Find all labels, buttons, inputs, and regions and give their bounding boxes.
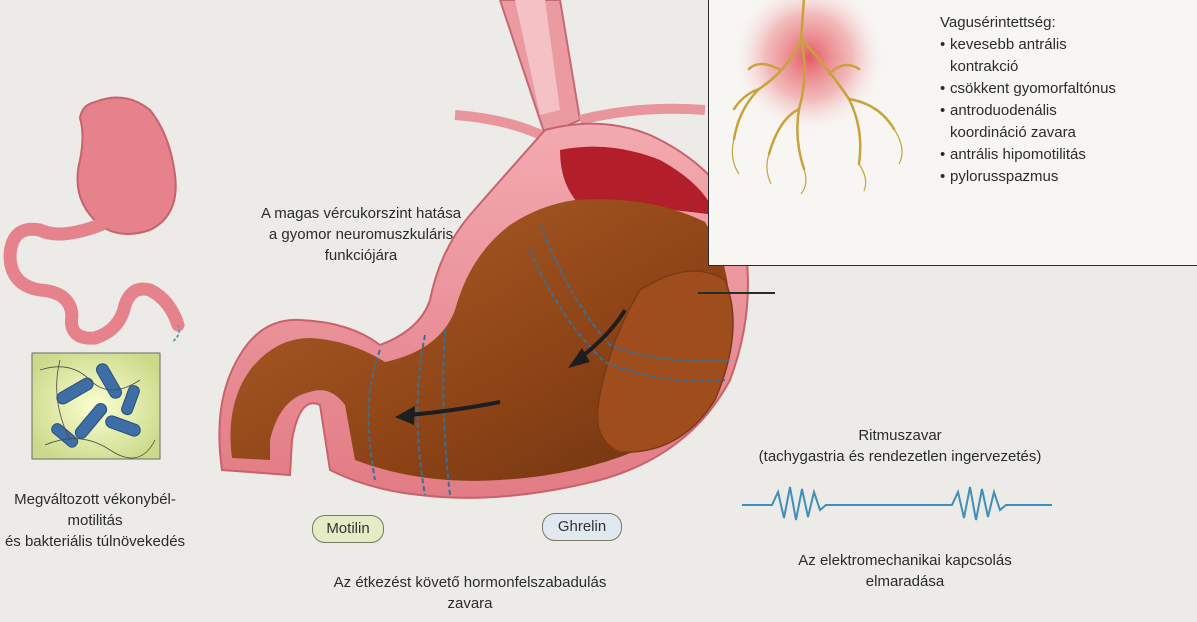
- bacteria-inset: [32, 353, 160, 459]
- hyperglycemia-line-2: a gyomor neuromuszkuláris: [226, 224, 496, 245]
- vagus-item-1-line-1: kevesebb antrális: [950, 34, 1116, 56]
- vagus-item-4: antrális hipomotilitás: [940, 144, 1116, 166]
- stomach-small: [10, 98, 179, 343]
- vagus-item-5-line-1: pylorusspazmus: [950, 166, 1116, 188]
- nerve-illustration: [709, 0, 939, 199]
- ghrelin-badge: Ghrelin: [542, 513, 622, 541]
- hyperglycemia-label: A magas vércukorszint hatása a gyomor ne…: [226, 203, 496, 266]
- vagus-item-2-line-1: csökkent gyomorfaltónus: [950, 78, 1116, 100]
- ecg-trace: [742, 487, 1052, 520]
- rhythm-disorder-line-2: (tachygastria és rendezetlen ingervezeté…: [720, 446, 1080, 467]
- vagus-item-1-line-2: kontrakció: [950, 56, 1116, 78]
- motilin-badge: Motilin: [312, 515, 384, 543]
- vagus-list: Vagusérintettség: kevesebb antrális kont…: [940, 12, 1116, 188]
- vagus-item-1: kevesebb antrális kontrakció: [940, 34, 1116, 78]
- hormone-release-label: Az étkezést követő hormonfelszabadulás z…: [305, 572, 635, 614]
- stomach-large: [219, 124, 775, 498]
- small-bowel-line-2: motilitás: [0, 510, 210, 531]
- hormone-release-line-2: zavara: [305, 593, 635, 614]
- rhythm-disorder-line-1: Ritmuszavar: [720, 425, 1080, 446]
- vagus-item-5: pylorusspazmus: [940, 166, 1116, 188]
- hormone-release-line-1: Az étkezést követő hormonfelszabadulás: [305, 572, 635, 593]
- small-bowel-label: Megváltozott vékonybél- motilitás és bak…: [0, 489, 210, 552]
- vagus-item-2: csökkent gyomorfaltónus: [940, 78, 1116, 100]
- vagus-item-4-line-1: antrális hipomotilitás: [950, 144, 1116, 166]
- vagus-item-3: antroduodenális koordináció zavara: [940, 100, 1116, 144]
- electromechanical-label: Az elektromechanikai kapcsolás elmaradás…: [755, 550, 1055, 592]
- hyperglycemia-line-3: funkciójára: [226, 245, 496, 266]
- vagus-title: Vagusérintettség:: [940, 12, 1116, 34]
- hyperglycemia-line-1: A magas vércukorszint hatása: [226, 203, 496, 224]
- electromechanical-line-2: elmaradása: [755, 571, 1055, 592]
- electromechanical-line-1: Az elektromechanikai kapcsolás: [755, 550, 1055, 571]
- small-bowel-line-1: Megváltozott vékonybél-: [0, 489, 210, 510]
- vagus-item-3-line-1: antroduodenális: [950, 100, 1116, 122]
- small-bowel-line-3: és bakteriális túlnövekedés: [0, 531, 210, 552]
- vagus-item-3-line-2: koordináció zavara: [950, 122, 1116, 144]
- rhythm-disorder-label: Ritmuszavar (tachygastria és rendezetlen…: [720, 425, 1080, 467]
